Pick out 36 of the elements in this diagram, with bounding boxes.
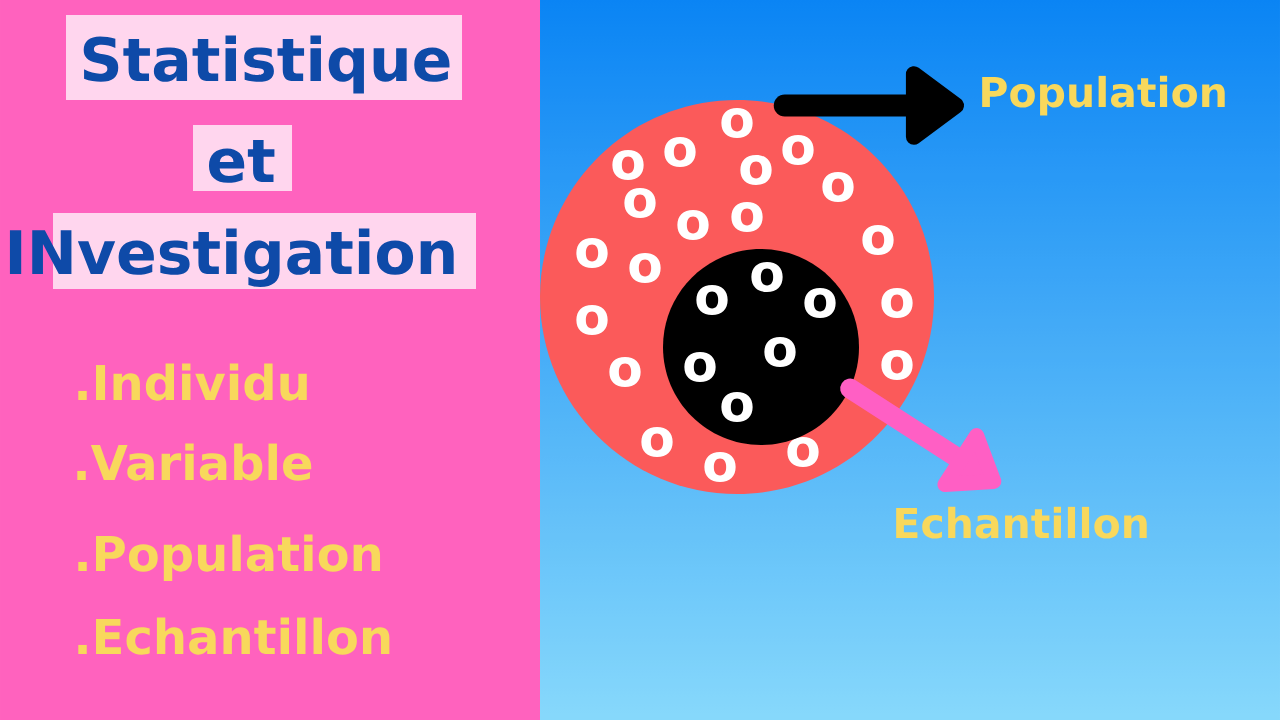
- individual-letter: o: [862, 225, 894, 255]
- individual-letter: o: [881, 288, 913, 318]
- list-item: .Echantillon: [78, 617, 390, 655]
- callout-label: Echantillon: [896, 506, 1147, 539]
- individual-letter: o: [721, 392, 753, 422]
- individual-letter: o: [696, 285, 728, 315]
- list-item: .Variable: [77, 443, 312, 481]
- individual-letter: o: [704, 452, 736, 482]
- individual-letter: o: [629, 253, 661, 283]
- list-item: .Individu: [78, 363, 307, 401]
- list-item: .Population: [78, 534, 380, 581]
- callout-label: Population: [982, 75, 1225, 116]
- individual-letter: o: [731, 202, 763, 232]
- individual-letter: o: [764, 337, 796, 367]
- individual-letter: o: [782, 135, 814, 165]
- individual-letter: o: [740, 155, 772, 185]
- heading-box: Statistique: [66, 15, 462, 100]
- individual-letter: o: [612, 150, 644, 180]
- individual-letter: o: [804, 288, 836, 318]
- individual-letter: o: [881, 350, 913, 380]
- arrow: [840, 378, 1002, 493]
- individual-letter: o: [576, 238, 608, 268]
- individual-letter: o: [609, 357, 641, 387]
- individual-letter: o: [822, 172, 854, 202]
- individual-letter: o: [677, 210, 709, 240]
- heading-box: INvestigation: [9, 213, 476, 289]
- individual-letter: o: [641, 427, 673, 457]
- arrow: [773, 66, 964, 145]
- individual-letter: o: [721, 108, 753, 138]
- individual-letter: o: [624, 188, 656, 218]
- individual-letter: o: [787, 437, 819, 467]
- individual-letter: o: [576, 305, 608, 335]
- individual-letter: o: [664, 137, 696, 167]
- individual-letter: o: [684, 352, 716, 382]
- individual-letter: o: [751, 262, 783, 292]
- heading-box: et: [193, 125, 292, 191]
